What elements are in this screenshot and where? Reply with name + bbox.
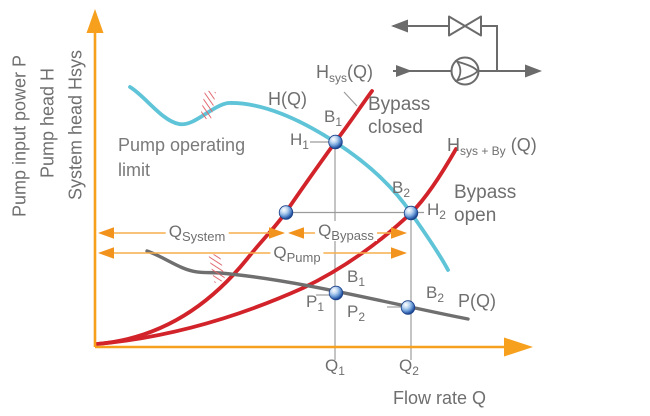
hsys-label-leader (343, 91, 358, 107)
hq-curve-label: H(Q) (268, 89, 307, 109)
bypass-open-line1: Bypass (454, 182, 517, 203)
q2-sub: 2 (412, 364, 419, 378)
hsys-sub: sys (329, 71, 347, 85)
y-axis-label-power: Pump input power P (9, 54, 30, 218)
q1-main: Q (325, 356, 339, 375)
qbypass-dim-label: QBypass (315, 221, 377, 243)
b2-sub: 2 (403, 186, 411, 200)
b2-power-point-label: B2 (426, 283, 445, 305)
h2-main: H (427, 200, 440, 219)
q2-main: Q (399, 356, 413, 375)
hsysby-curve-label: Hsys + By (Q) (447, 135, 537, 158)
x-axis-label: Flow rate Q (393, 388, 487, 408)
point-system-at-h2 (278, 205, 294, 220)
qpump-sub: Pump (286, 250, 321, 265)
b1-point-label: B1 (324, 107, 343, 129)
qsystem-sub: System (181, 229, 226, 244)
bypass-closed-line1: Bypass (368, 94, 431, 115)
operating-points (278, 134, 419, 315)
hsysby-sub: sys + By (460, 144, 506, 158)
y-axis-label-head: Pump head H (37, 67, 58, 179)
qpump-arrow-right (391, 247, 407, 259)
qbypass-arrow-right (391, 227, 407, 239)
b2-point-label: B2 (392, 178, 411, 200)
operating-limit-hatch-head (200, 90, 216, 120)
bypass-closed-line2: closed (368, 117, 423, 138)
y-axis-arrowhead (86, 9, 104, 33)
q1-tick-label: Q1 (325, 356, 345, 378)
bypass-return-pipe (481, 25, 498, 71)
b1p-main: B (347, 267, 359, 286)
outlet-flow-arrow-icon (525, 64, 542, 78)
system-curve-bypass-closed (95, 89, 374, 346)
inlet-flow-arrow-icon (396, 65, 412, 77)
b2p-main: B (426, 283, 438, 302)
pump-limit-line2: limit (118, 160, 150, 180)
b2-main: B (392, 178, 404, 197)
qpump-main: Q (273, 243, 287, 262)
h1-value-label: H1 (290, 130, 309, 152)
hsys-main: H (316, 62, 329, 82)
h1-sub: 1 (302, 138, 309, 152)
qsystem-arrow-right (269, 227, 285, 239)
q1-sub: 1 (338, 364, 345, 378)
operating-limit-hatch-power (208, 253, 226, 283)
b1p-sub: 1 (358, 275, 366, 289)
p1-sub: 1 (317, 300, 325, 314)
bypass-open-label: Bypass open (454, 181, 516, 227)
qsystem-dim-label: QSystem (165, 222, 229, 244)
p2-main: P (347, 302, 359, 321)
b1-sub: 1 (335, 115, 343, 129)
qsystem-main: Q (168, 222, 182, 241)
bypass-open-line2: open (454, 205, 497, 226)
hsysby-main: H (447, 135, 460, 155)
pump-operating-limit-label: Pump operating limit (118, 133, 245, 183)
pump-impeller-icon (454, 59, 479, 83)
pump-limit-line1: Pump operating (118, 135, 246, 155)
qpump-dim-label: QPump (270, 243, 324, 265)
p2-sub: 2 (358, 310, 366, 324)
x-axis-arrowhead (504, 337, 533, 357)
point-b2 (403, 205, 419, 221)
b1-main: B (324, 107, 336, 126)
bypass-schematic (391, 15, 542, 86)
qpump-arrow-left (98, 247, 114, 259)
hsys-curve-label: Hsys(Q) (316, 62, 373, 85)
qsystem-arrow-left (98, 227, 114, 239)
p1-main: P (306, 292, 318, 311)
point-p1 (328, 285, 344, 301)
qbypass-arrow-left (288, 227, 304, 239)
q2-tick-label: Q2 (399, 356, 419, 378)
p1-value-label: P1 (306, 292, 325, 314)
valve-icon (448, 15, 482, 37)
system-curve-bypass-open (95, 147, 458, 346)
hsysby-suffix: (Q) (510, 135, 537, 155)
axes (86, 9, 533, 357)
hsys-suffix: (Q) (347, 62, 373, 82)
qbypass-sub: Bypass (331, 228, 374, 243)
bypass-flow-arrow-icon (391, 19, 408, 33)
bypass-closed-label: Bypass closed (368, 93, 430, 139)
h1-main: H (290, 130, 303, 149)
dimension-arrows (98, 227, 407, 259)
b1-power-point-label: B1 (347, 267, 366, 289)
b2p-sub: 2 (437, 291, 445, 305)
point-p2 (400, 300, 416, 315)
pq-curve-label: P(Q) (458, 291, 496, 311)
p2-value-label: P2 (347, 302, 366, 324)
y-axis-label-system-head: System head Hsys (65, 49, 86, 201)
pump-icon (450, 56, 480, 86)
h2-sub: 2 (439, 208, 446, 222)
qbypass-main: Q (318, 221, 332, 240)
h2-value-label: H2 (427, 200, 446, 222)
point-b1 (328, 134, 343, 150)
